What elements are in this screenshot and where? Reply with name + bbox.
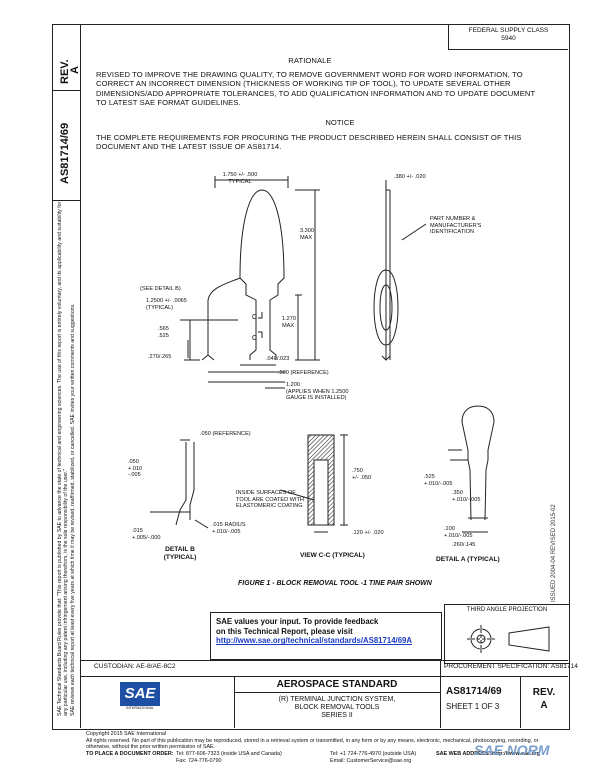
order-tel: Tel: 877-606-7323 (inside USA and Canada…: [176, 751, 282, 764]
legal-notice: SAE Technical Standards Board Rules prov…: [57, 201, 70, 716]
feedback-link[interactable]: http://www.sae.org/technical/standards/A…: [216, 636, 412, 646]
notice-text: THE COMPLETE REQUIREMENTS FOR PROCURING …: [96, 133, 522, 152]
projection-label: THIRD ANGLE PROJECTION: [466, 607, 548, 613]
detail-a-525: .525+.010/-.005: [424, 474, 453, 487]
detail-b-title: DETAIL B(TYPICAL): [163, 546, 197, 561]
detail-b-050: .050+.010-.005: [128, 459, 143, 479]
custodian-row-line: [80, 660, 568, 661]
title-divider-3: [520, 676, 521, 728]
gauge-dim: 1.2500 +/- .0065(TYPICAL): [146, 298, 187, 311]
dim-565-525: .565.525: [158, 326, 169, 339]
technical-drawing: [150, 176, 495, 533]
footer: Copyright 2015 SAE International All rig…: [86, 731, 556, 751]
copyright: Copyright 2015 SAE International: [86, 731, 167, 737]
tool-outline-right: [239, 189, 285, 360]
aerospace-standard: AEROSPACE STANDARD: [276, 679, 398, 690]
rev-value: A: [69, 66, 81, 74]
title-rev: REV. A: [532, 687, 556, 711]
sae-logo-mark: SAE: [120, 682, 160, 706]
custodian-divider: [440, 660, 441, 676]
order-contact: Tel: +1 724-776-4970 (outside USA) Email…: [330, 751, 417, 764]
rev-box: REV. A: [52, 24, 81, 91]
sae-logo-sub: INTERNATIONAL: [126, 706, 154, 710]
view-750: .750+/- .050: [352, 468, 372, 481]
federal-supply-class: FEDERAL SUPPLY CLASS 5940: [448, 24, 568, 50]
detail-b-015: .015+.005/-.000: [132, 528, 161, 541]
feedback-line2: on this Technical Report, please visit: [216, 626, 353, 636]
see-detail-b: (SEE DETAIL B): [140, 286, 181, 292]
review-notice: SAE reviews each technical report at lea…: [70, 303, 76, 717]
title-doc-number: AS81714/69: [446, 686, 502, 697]
title-description: (R) TERMINAL JUNCTION SYSTEM, BLOCK REMO…: [278, 696, 396, 720]
detail-a-260: .260/.145: [452, 542, 476, 548]
feedback-line1: SAE values your input. To provide feedba…: [216, 617, 379, 626]
third-angle-symbol-icon: [467, 625, 550, 653]
doc-number-box: AS81714/69: [52, 90, 80, 201]
figure-caption: FIGURE 1 - BLOCK REMOVAL TOOL -1 TINE PA…: [238, 580, 432, 587]
detail-a-100: .100+.010/-.005: [444, 526, 473, 539]
sae-logo: SAE INTERNATIONAL: [120, 682, 160, 710]
c-label-top: C: [252, 314, 258, 321]
page-frame: [52, 24, 570, 730]
doc-number-vertical: AS81714/69: [59, 122, 71, 184]
projection-box: THIRD ANGLE PROJECTION: [444, 604, 570, 664]
view-cc-title: VIEW C-C (TYPICAL): [300, 552, 365, 559]
watermark: SAE NORM: [474, 742, 550, 758]
sheet-number: SHEET 1 OF 3: [446, 702, 500, 711]
detail-a-title: DETAIL A (TYPICAL): [436, 556, 500, 563]
order-label: TO PLACE A DOCUMENT ORDER:: [86, 751, 174, 757]
standard-divider: [234, 692, 440, 693]
c-label-bottom: C: [252, 335, 258, 342]
dim-270: .270/.265: [148, 354, 172, 360]
notice-title: NOTICE: [325, 118, 355, 127]
rationale-title: RATIONALE: [288, 56, 332, 65]
tool-outline-left: [239, 277, 257, 360]
detail-b-ref: .050 (REFERENCE): [200, 431, 251, 437]
title-divider-1: [234, 676, 235, 728]
detail-b-radius: .015 RADIUS+.010/-.005: [212, 522, 246, 535]
rights: All rights reserved. No part of this pub…: [86, 737, 539, 751]
rationale-text: REVISED TO IMPROVE THE DRAWING QUALITY, …: [96, 70, 536, 108]
view-120: .120 +/- .020: [352, 530, 384, 536]
dim-040: .040/.023: [266, 356, 290, 362]
detail-a-350: .350+.010/-.005: [452, 490, 481, 503]
title-block-line: [80, 676, 568, 677]
side-dim: .380 +/- .020: [394, 174, 426, 180]
feedback-box: SAE values your input. To provide feedba…: [210, 612, 442, 660]
procurement: PROCUREMENT SPECIFICATION: AS81714: [444, 663, 578, 670]
dim-500-ref: .500 (REFERENCE): [278, 370, 329, 376]
web-address: SAE WEB ADDRESS: http://www.sae.org: [436, 751, 541, 757]
title-divider-2: [440, 676, 441, 728]
left-column: [52, 24, 81, 728]
custodian: CUSTODIAN: AE-8/AE-8C2: [94, 663, 176, 670]
